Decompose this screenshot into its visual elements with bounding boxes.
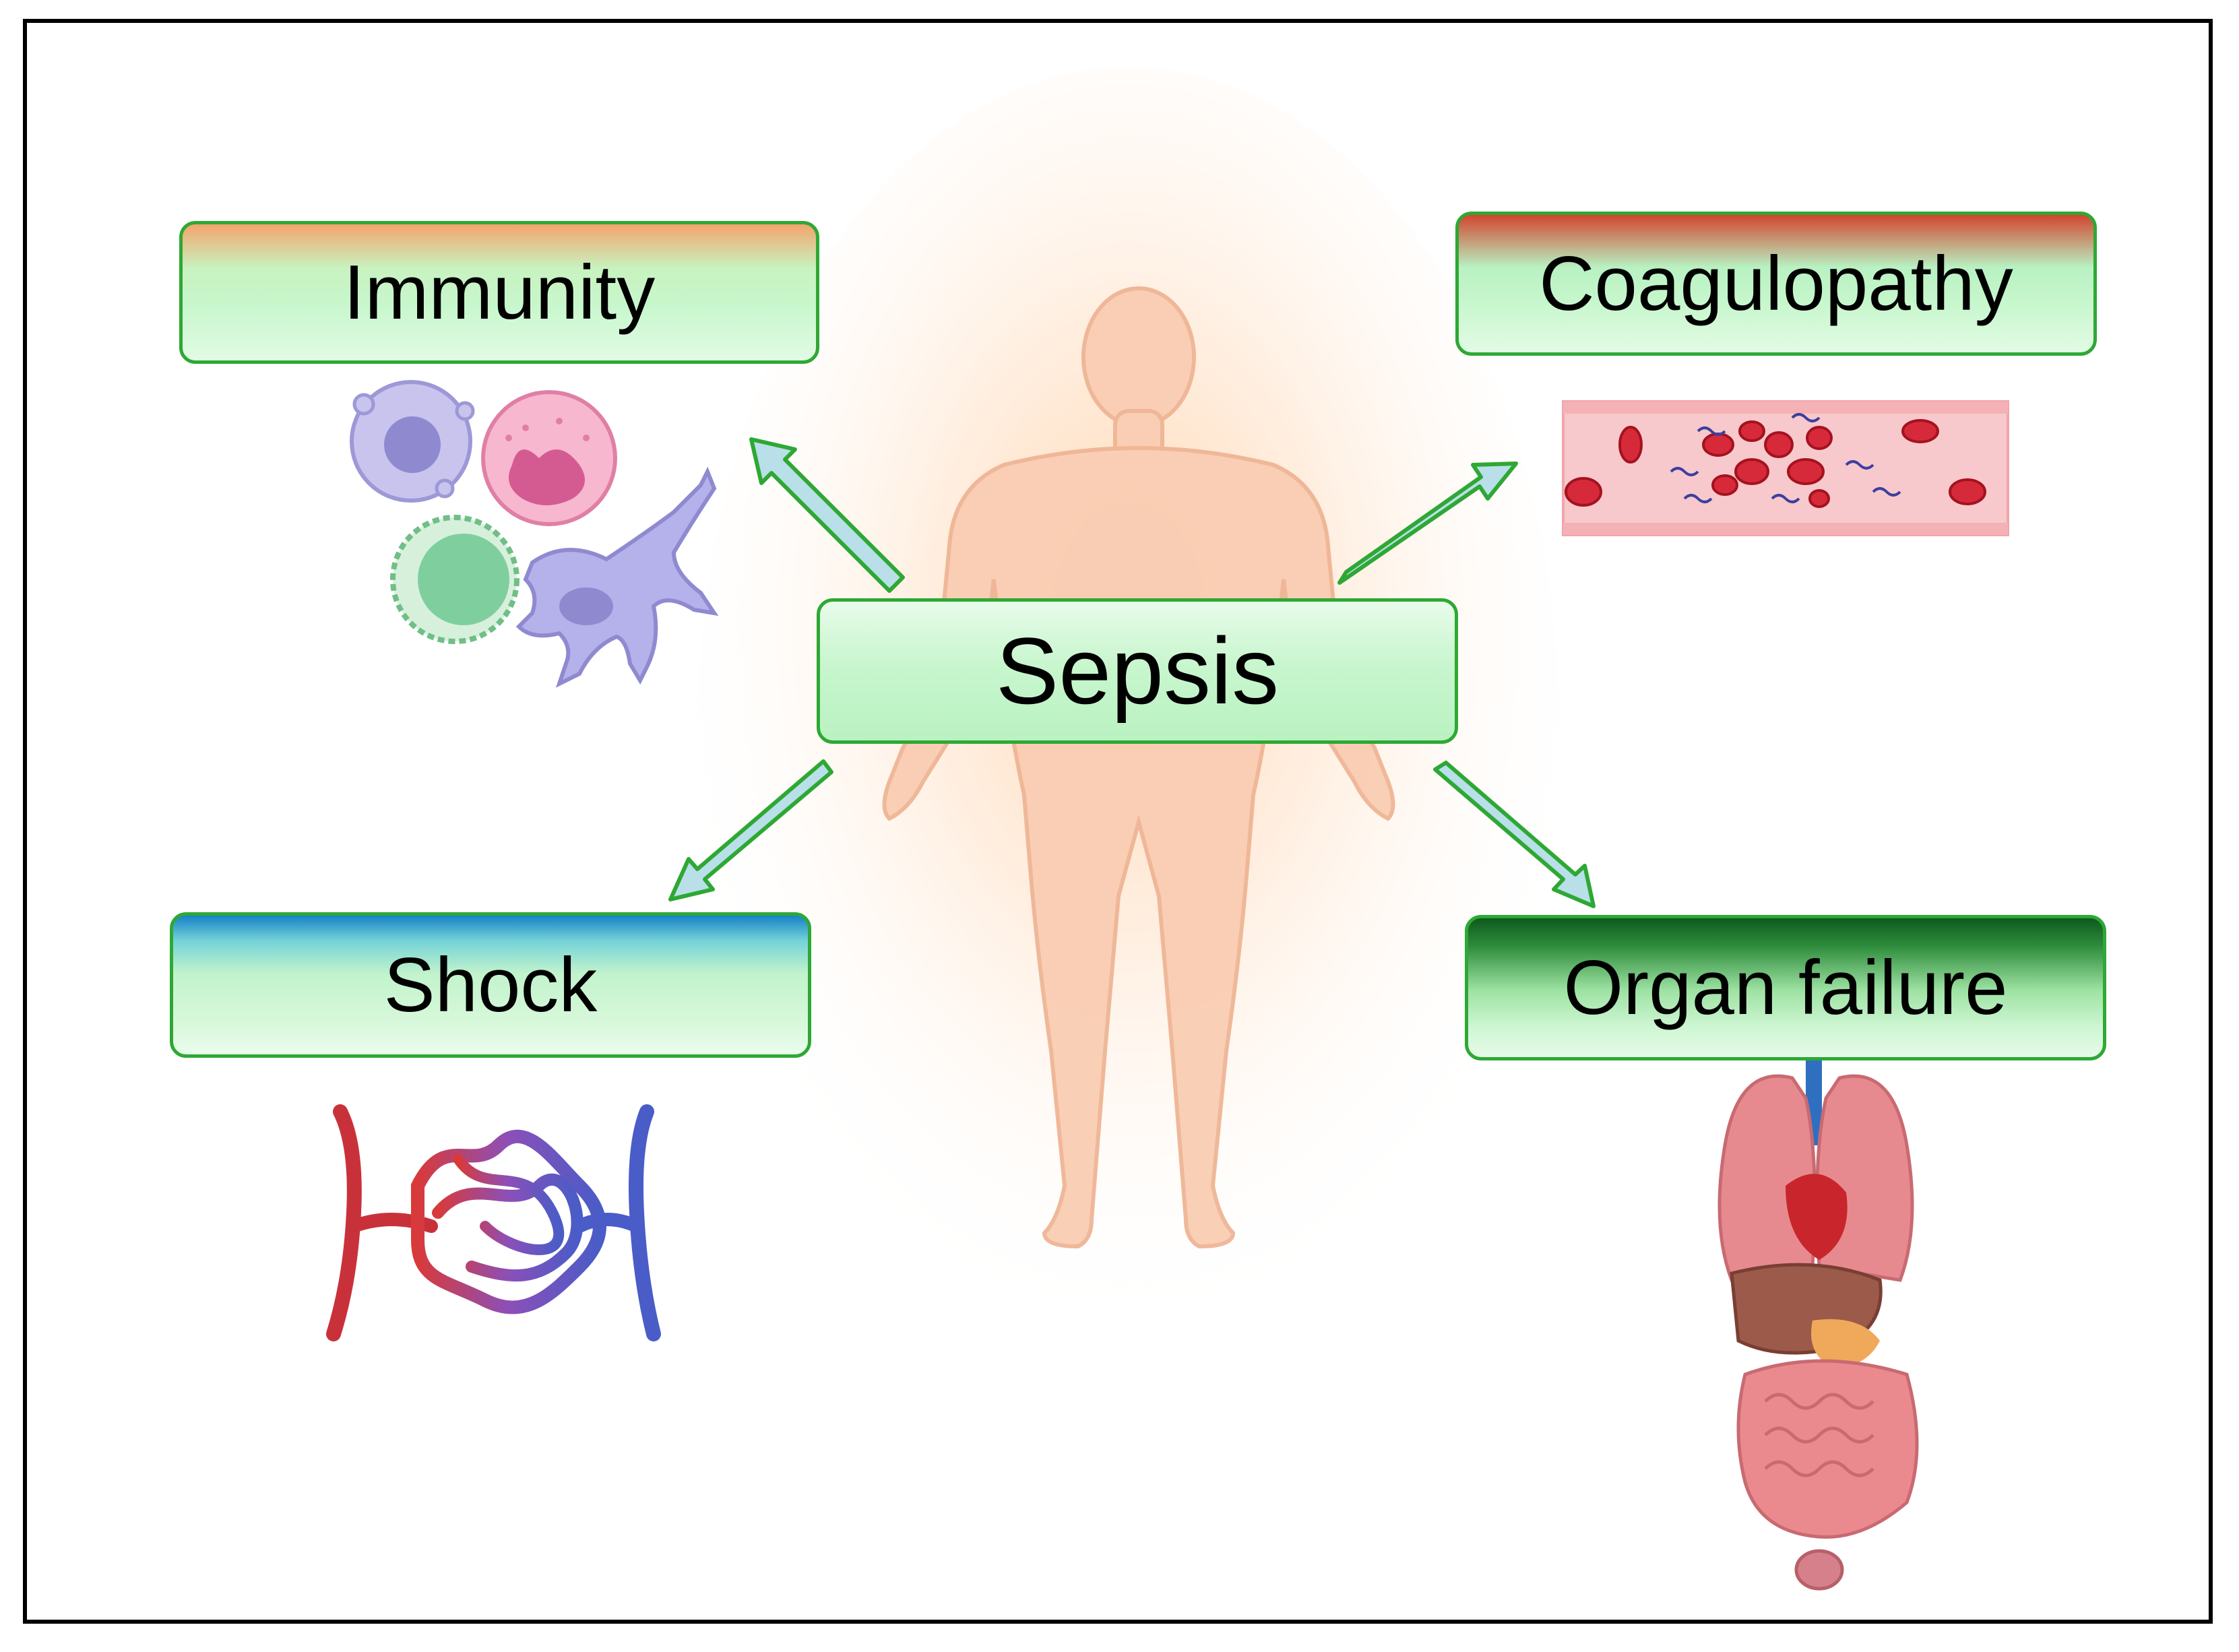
shock-label: Shock: [383, 942, 598, 1028]
arrow-to-immunity: [749, 437, 905, 593]
coagulopathy-label: Coagulopathy: [1539, 241, 2013, 327]
dendritic-cell-icon: [515, 466, 719, 688]
arrow-to-organ-failure: [1433, 761, 1596, 908]
arrow-to-coagulopathy: [1337, 462, 1518, 585]
organ-failure-box: Organ failure: [1465, 915, 2106, 1060]
immunity-box: Immunity: [179, 221, 819, 364]
capillary-bed-icon: [326, 1104, 661, 1341]
organ-failure-label: Organ failure: [1563, 945, 2008, 1031]
immune-cells-icon: [350, 380, 719, 688]
arrow-to-shock: [668, 759, 833, 901]
immunity-label: Immunity: [343, 249, 656, 336]
sepsis-box: Sepsis: [817, 598, 1458, 744]
lymphocyte-cell-icon: [390, 515, 519, 644]
neutrophil-cell-icon: [481, 390, 617, 526]
shock-box: Shock: [170, 912, 811, 1058]
blood-clot-vessel-icon: [1562, 400, 2009, 536]
internal-organs-icon: [1717, 1058, 1919, 1591]
macrophage-cell-icon: [350, 380, 475, 503]
sepsis-label: Sepsis: [995, 618, 1280, 724]
coagulopathy-box: Coagulopathy: [1455, 212, 2097, 356]
